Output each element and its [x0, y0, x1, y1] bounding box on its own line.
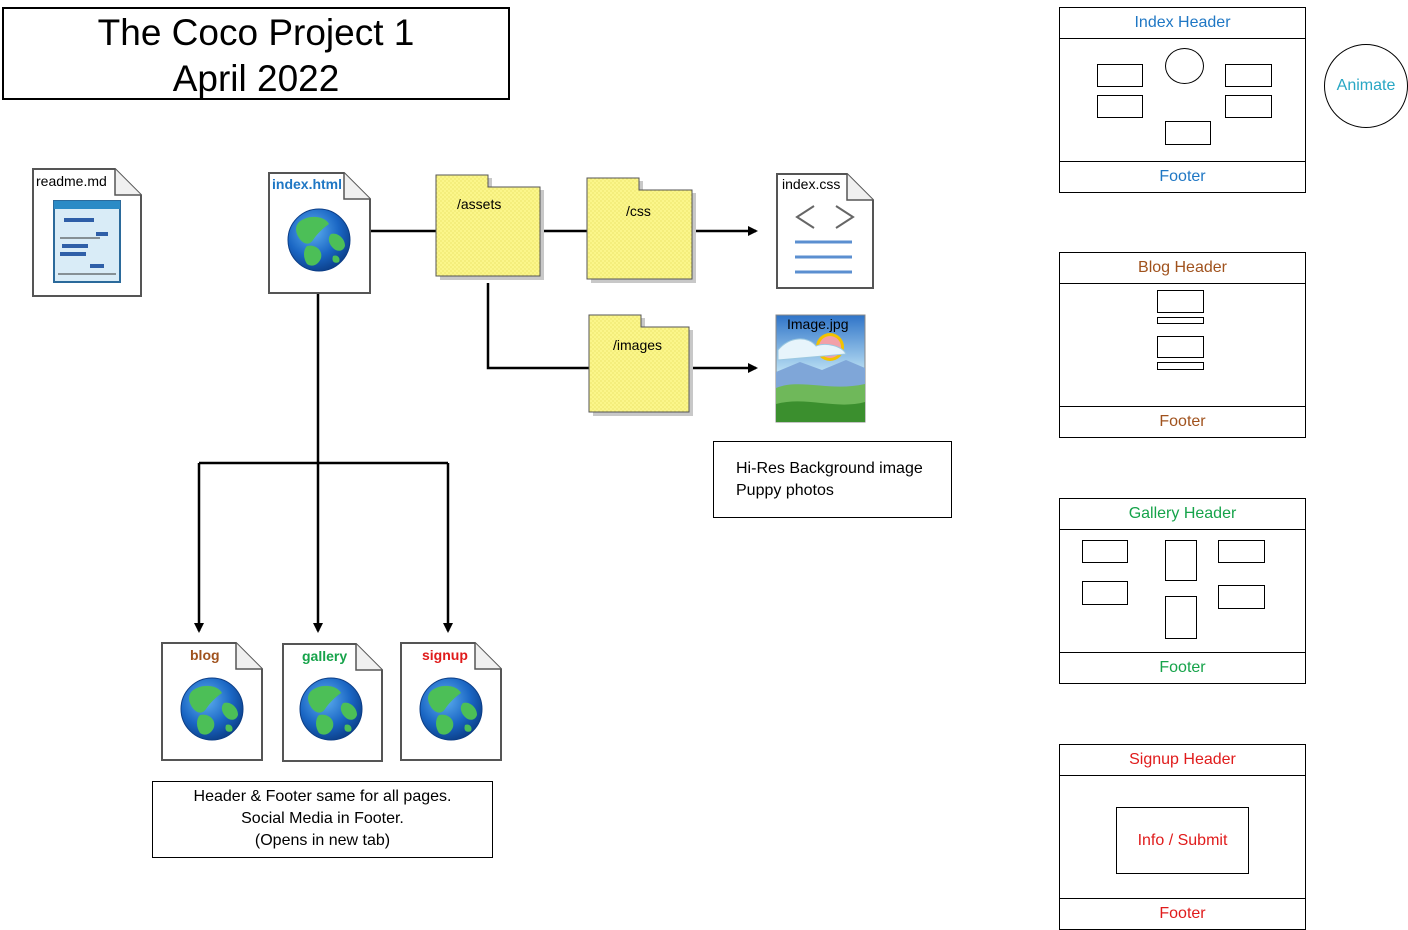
note-line: Puppy photos	[736, 482, 834, 499]
placeholder-box	[1082, 540, 1128, 563]
globe-icon	[419, 677, 483, 741]
gallery-wireframe-footer: Footer	[1060, 652, 1305, 683]
title-line-2: April 2022	[172, 58, 340, 99]
placeholder-box	[1157, 336, 1204, 358]
signup-wireframe-body: Info / Submit	[1060, 776, 1305, 898]
placeholder-box	[1165, 540, 1197, 581]
css-folder-label: /css	[626, 203, 651, 219]
readme-document-icon	[32, 168, 142, 297]
readme-label: readme.md	[36, 173, 107, 189]
note-line: Social Media in Footer.	[241, 810, 404, 827]
placeholder-box	[1157, 290, 1204, 313]
globe-icon	[299, 677, 363, 741]
gallery-wireframe-body	[1060, 530, 1305, 652]
blog-wireframe: Blog Header Footer	[1059, 252, 1306, 438]
connector-assets-images	[486, 283, 589, 370]
placeholder-box	[1225, 95, 1272, 118]
diagram-title: The Coco Project 1 April 2022	[2, 7, 510, 100]
placeholder-box	[1218, 540, 1265, 563]
index-html-label: index.html	[272, 176, 343, 192]
signup-label: signup	[422, 647, 468, 663]
placeholder-box	[1165, 596, 1197, 639]
image-jpg-label: Image.jpg	[787, 316, 849, 332]
globe-icon	[180, 677, 244, 741]
animate-circle: Animate	[1324, 44, 1408, 128]
images-folder-icon	[588, 314, 693, 416]
assets-folder-icon	[435, 174, 544, 280]
placeholder-bar	[1157, 362, 1204, 370]
gallery-document-icon	[282, 643, 383, 762]
index-wireframe-body	[1060, 39, 1305, 161]
pages-note: Header & Footer same for all pages. Soci…	[152, 781, 493, 858]
placeholder-box	[1082, 581, 1128, 605]
images-note: Hi-Res Background image Puppy photos	[713, 441, 952, 518]
signup-document-icon	[400, 642, 502, 761]
info-submit-box: Info / Submit	[1116, 807, 1249, 874]
blog-document-icon	[161, 642, 263, 761]
assets-folder-label: /assets	[457, 196, 502, 212]
blog-wireframe-body	[1060, 284, 1305, 406]
css-folder-icon	[586, 177, 696, 283]
title-line-1: The Coco Project 1	[97, 12, 415, 53]
index-html-document-icon	[268, 172, 371, 294]
placeholder-circle	[1165, 48, 1204, 84]
placeholder-box	[1218, 585, 1265, 609]
globe-icon	[287, 208, 351, 272]
signup-wireframe-header: Signup Header	[1060, 745, 1305, 776]
gallery-wireframe-header: Gallery Header	[1060, 499, 1305, 530]
connectors	[194, 226, 758, 633]
image-jpg-picture-icon	[775, 314, 866, 423]
note-line: Header & Footer same for all pages.	[193, 788, 452, 805]
signup-wireframe-footer: Footer	[1060, 898, 1305, 929]
index-css-label: index.css	[782, 176, 841, 192]
placeholder-bar	[1157, 317, 1204, 324]
signup-wireframe: Signup Header Info / Submit Footer	[1059, 744, 1306, 930]
note-line: (Opens in new tab)	[254, 832, 391, 849]
placeholder-box	[1097, 95, 1143, 118]
placeholder-box	[1165, 121, 1211, 145]
blog-wireframe-header: Blog Header	[1060, 253, 1305, 284]
gallery-wireframe: Gallery Header Footer	[1059, 498, 1306, 684]
index-wireframe: Index Header Footer	[1059, 7, 1306, 193]
index-css-document-icon	[776, 173, 874, 289]
blog-wireframe-footer: Footer	[1060, 406, 1305, 437]
note-line: Hi-Res Background image	[736, 460, 923, 477]
gallery-label: gallery	[302, 648, 348, 664]
index-wireframe-header: Index Header	[1060, 8, 1305, 39]
index-wireframe-footer: Footer	[1060, 161, 1305, 192]
blog-label: blog	[190, 647, 220, 663]
images-folder-label: /images	[613, 337, 663, 353]
placeholder-box	[1097, 64, 1143, 87]
placeholder-box	[1225, 64, 1272, 87]
